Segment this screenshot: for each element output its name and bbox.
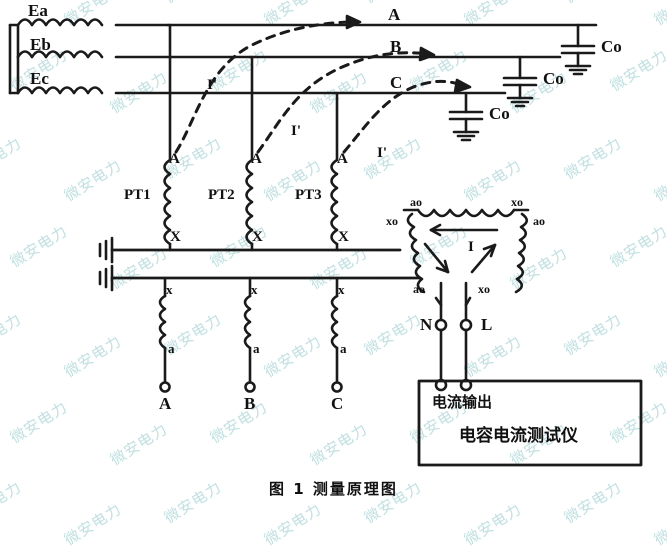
watermark-text: 微安电力 bbox=[651, 499, 667, 549]
pt3-primary bbox=[330, 91, 339, 252]
label-capacitor-co-c: Co bbox=[489, 104, 510, 123]
label-source-ec: Ec bbox=[30, 69, 49, 88]
coil-ec bbox=[16, 86, 104, 95]
label-bus-c: C bbox=[390, 73, 403, 92]
watermark-text: 微安电力 bbox=[461, 499, 525, 549]
label-output-terminal-c: C bbox=[331, 394, 344, 413]
label-capacitor-co-a: Co bbox=[601, 37, 622, 56]
label-source-ea: Ea bbox=[28, 1, 48, 20]
open-delta-current-arrows bbox=[423, 223, 499, 274]
label-pt2-secondary-a: a bbox=[253, 341, 260, 356]
label-current-i-prime-2: I' bbox=[291, 123, 302, 139]
pt1-secondary bbox=[158, 276, 171, 393]
label-delta-bottom-right-xo: xo bbox=[478, 282, 490, 296]
label-capacitor-co-b: Co bbox=[543, 69, 564, 88]
label-pt2-secondary-x: x bbox=[251, 282, 258, 297]
schematic-drawing bbox=[8, 14, 643, 467]
watermark-text: 微安电力 bbox=[61, 499, 125, 549]
label-output-terminal-a: A bbox=[159, 394, 172, 413]
label-current-i-prime-1: I' bbox=[207, 77, 218, 93]
label-pt3-primary-x: X bbox=[338, 229, 349, 245]
label-delta-left-xo: xo bbox=[386, 214, 398, 228]
label-pt3-primary-a: A bbox=[337, 151, 348, 167]
label-meter-terminal-l: L bbox=[481, 315, 493, 334]
label-bus-a: A bbox=[388, 5, 401, 24]
coil-ea bbox=[16, 18, 104, 27]
capacitive-current-paths bbox=[174, 20, 468, 154]
label-bus-b: B bbox=[390, 37, 402, 56]
label-pt1-primary-x: X bbox=[170, 229, 181, 245]
label-pt2: PT2 bbox=[208, 187, 235, 203]
label-pt1-secondary-a: a bbox=[168, 341, 175, 356]
label-delta-right-ao: ao bbox=[533, 214, 545, 228]
watermark-text: 微安电力 bbox=[261, 499, 325, 549]
label-delta-top-right-xo: xo bbox=[511, 195, 523, 209]
source-winding-group bbox=[8, 18, 337, 95]
delta-to-meter-leads bbox=[434, 281, 473, 392]
label-pt1-primary-a: A bbox=[169, 151, 180, 167]
coil-eb bbox=[16, 50, 104, 59]
label-output-terminal-b: B bbox=[244, 394, 256, 413]
label-pt3-secondary-x: x bbox=[338, 282, 345, 297]
pt2-secondary bbox=[243, 276, 256, 393]
label-pt2-primary-x: X bbox=[252, 229, 263, 245]
instrument-box bbox=[417, 379, 643, 467]
label-pt3-secondary-a: a bbox=[340, 341, 347, 356]
instrument-port-label: 电流输出 bbox=[432, 393, 493, 411]
capacitor-co-b bbox=[502, 55, 538, 108]
label-delta-top-left-ao: ao bbox=[410, 195, 422, 209]
pt3-secondary bbox=[330, 276, 343, 393]
label-delta-bottom-left-ao: ao bbox=[413, 282, 425, 296]
label-current-i-prime-3: I' bbox=[377, 145, 388, 161]
ground-symbol-primary bbox=[98, 236, 114, 264]
ground-symbol-secondary bbox=[98, 264, 114, 292]
label-source-eb: Eb bbox=[30, 35, 51, 54]
figure-caption: 图 1 测量原理图 bbox=[269, 480, 398, 498]
pt1-primary bbox=[163, 23, 172, 252]
instrument-title: 电容电流测试仪 bbox=[459, 426, 578, 446]
label-pt1: PT1 bbox=[124, 187, 151, 203]
label-pt3: PT3 bbox=[295, 187, 322, 203]
label-pt2-primary-a: A bbox=[251, 151, 262, 167]
label-pt1-secondary-x: x bbox=[166, 282, 173, 297]
label-delta-current-i: I bbox=[468, 239, 474, 255]
capacitor-co-a bbox=[560, 23, 596, 76]
capacitor-co-c bbox=[448, 91, 484, 142]
capacitive-current-arrowheads bbox=[345, 14, 472, 94]
label-meter-terminal-n: N bbox=[420, 315, 433, 334]
